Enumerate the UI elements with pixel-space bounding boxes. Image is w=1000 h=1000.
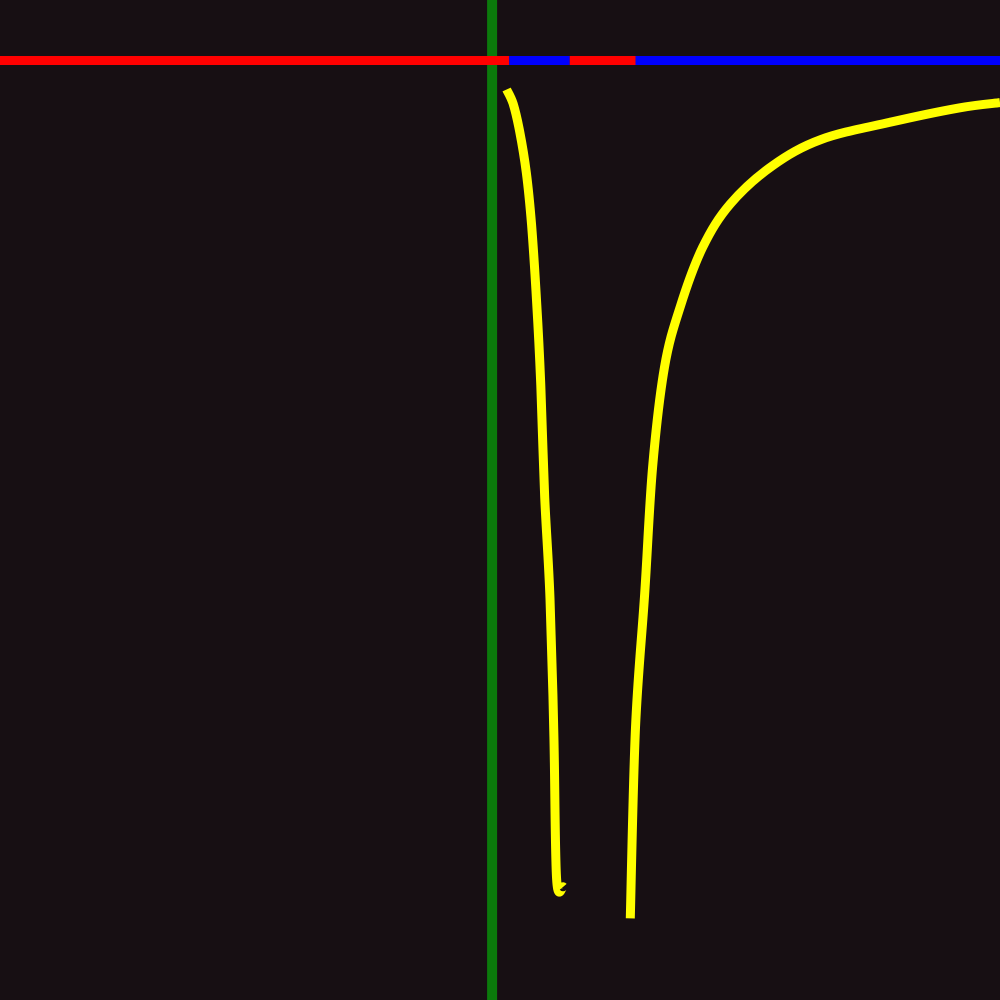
curve-left-branch bbox=[502, 87, 568, 897]
curve-right-branch bbox=[625, 98, 1000, 919]
curve-layer bbox=[502, 87, 1000, 919]
